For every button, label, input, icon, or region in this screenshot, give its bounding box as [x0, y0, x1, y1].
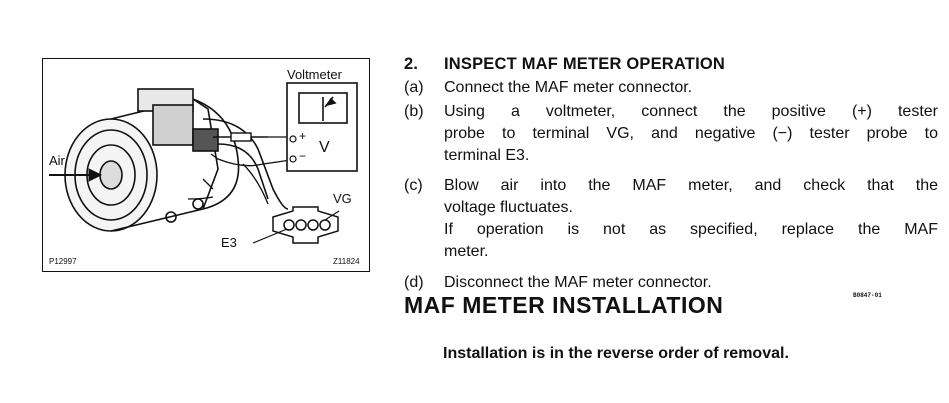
connector-wires	[187, 163, 269, 205]
procedure-heading: 2. INSPECT MAF METER OPERATION	[404, 55, 725, 74]
procedure-title: INSPECT MAF METER OPERATION	[444, 55, 726, 73]
maf-meter-diagram	[49, 82, 358, 244]
step-label: (c)	[404, 177, 423, 194]
positive-sign: +	[299, 129, 307, 143]
procedure-number: 2.	[404, 55, 419, 73]
e3-terminal-label: E3	[221, 235, 237, 250]
e3-leader-line	[252, 228, 288, 244]
step-text: Using a voltmeter, connect the positive …	[444, 103, 938, 120]
vg-terminal-label: VG	[333, 191, 352, 206]
maf-meter-body	[64, 88, 289, 232]
vg-leader-line	[324, 210, 340, 221]
step-label: (d)	[404, 274, 424, 291]
step-label: (a)	[404, 79, 424, 96]
negative-sign: −	[299, 149, 307, 163]
figure-code-left: P12997	[49, 257, 77, 266]
air-arrow	[49, 168, 103, 182]
step-label: (b)	[404, 103, 424, 120]
figure-code-right: Z11824	[333, 257, 360, 266]
voltmeter-positive-terminal	[289, 135, 297, 143]
step-text: Blow air into the MAF meter, and check t…	[444, 177, 938, 194]
air-label: Air	[49, 153, 65, 168]
voltmeter-negative-terminal	[289, 155, 297, 163]
connector-face	[272, 206, 339, 244]
step-text: terminal E3.	[444, 147, 530, 164]
document-code: B0847-01	[853, 292, 882, 299]
maf-meter-illustration: Voltmeter Air + − V VG E3 P12997 Z11824	[42, 58, 370, 272]
installation-note: Installation is in the reverse order of …	[443, 345, 789, 362]
step-text: If operation is not as specified, replac…	[444, 221, 938, 238]
voltmeter-label: Voltmeter	[287, 67, 342, 82]
installation-title: MAF METER INSTALLATION	[404, 292, 724, 318]
voltmeter-box	[286, 82, 358, 172]
step-text: voltage fluctuates.	[444, 199, 573, 216]
tester-probe	[213, 132, 268, 142]
step-text: probe to terminal VG, and negative (−) t…	[444, 125, 938, 142]
volt-symbol: V	[319, 139, 330, 156]
step-text: meter.	[444, 243, 489, 260]
step-text: Connect the MAF meter connector.	[444, 79, 693, 96]
step-text: Disconnect the MAF meter connector.	[444, 274, 712, 291]
